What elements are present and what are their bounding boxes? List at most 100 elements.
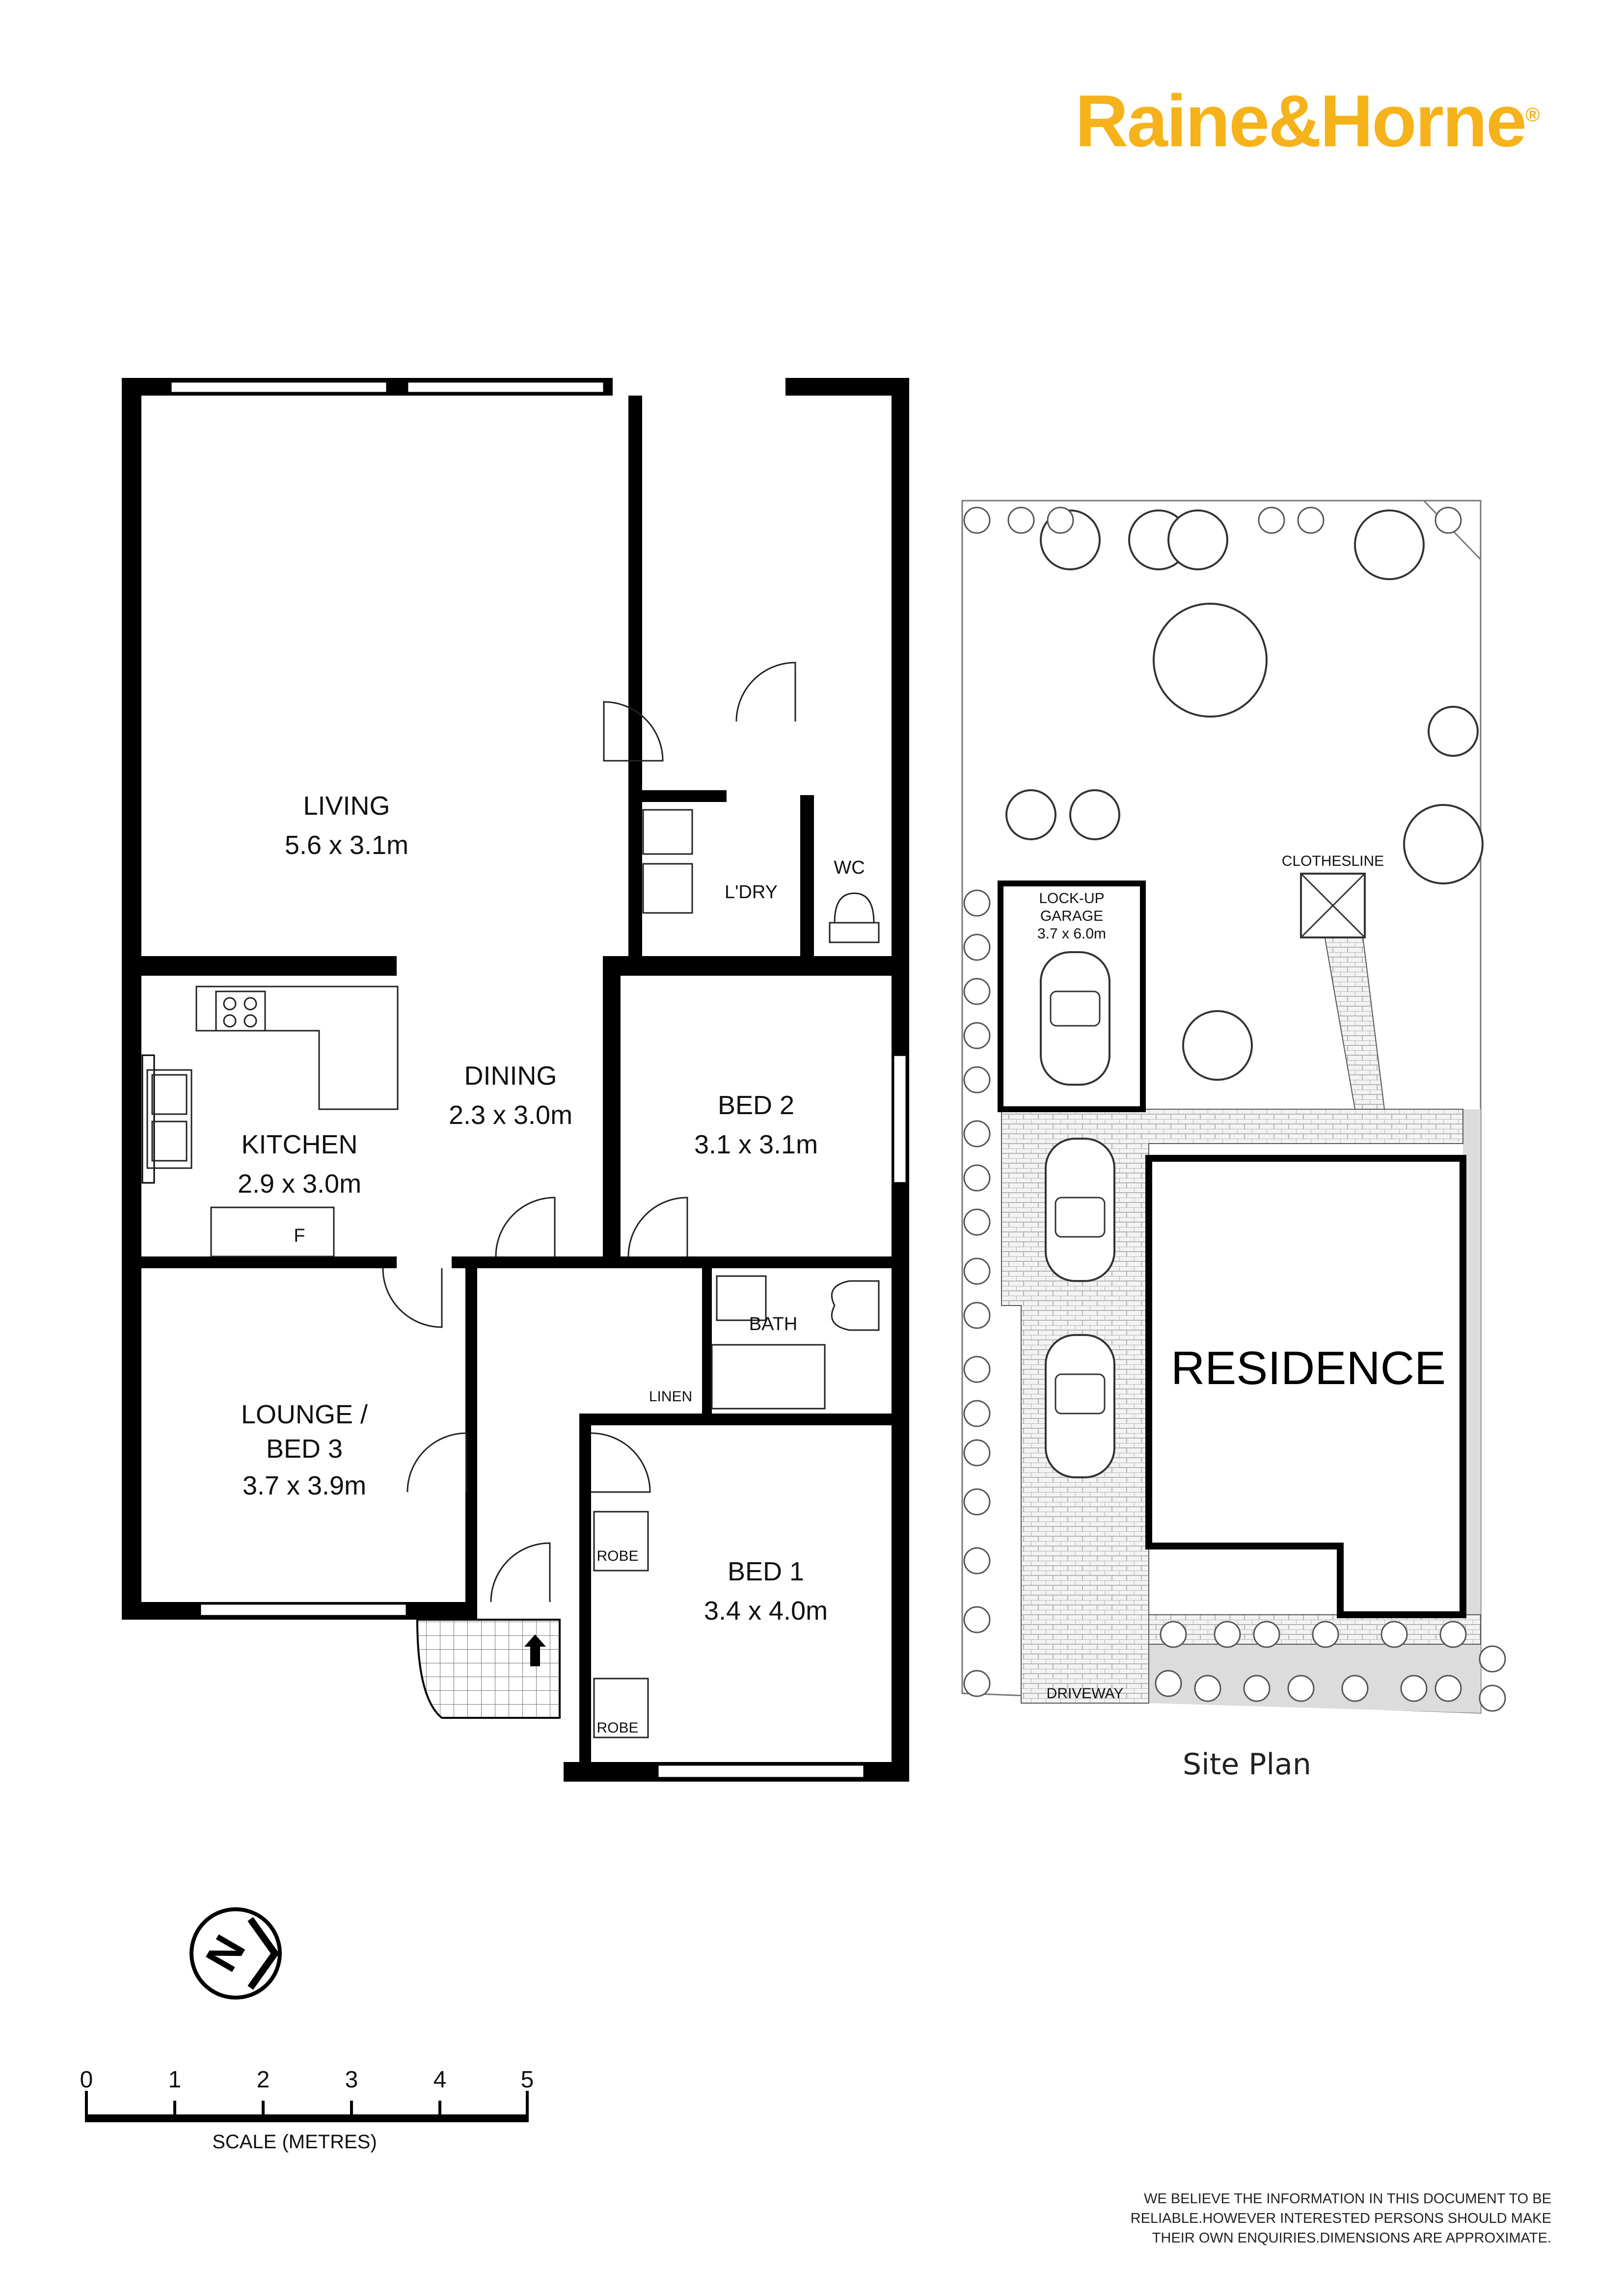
linen-label: LINEN bbox=[649, 1388, 692, 1405]
fridge-space bbox=[210, 1206, 335, 1257]
car-in-garage-icon bbox=[1040, 951, 1110, 1086]
garage-label-1: LOCK-UP bbox=[1039, 890, 1104, 907]
bed1-window bbox=[657, 1764, 865, 1779]
site-plan: LOCK-UP GARAGE 3.7 x 6.0m RESIDENCE DRIV… bbox=[961, 500, 1506, 1714]
kitchen-sink bbox=[146, 1069, 192, 1169]
tree-icon bbox=[1403, 804, 1484, 884]
entry-stairs bbox=[416, 1619, 561, 1719]
lounge-label: LOUNGE / bbox=[241, 1400, 368, 1429]
laundry-wc-wall bbox=[800, 795, 814, 957]
scale-tick-2: 2 bbox=[256, 2067, 270, 2093]
cooktop bbox=[215, 990, 266, 1032]
kitchen-dims: 2.9 x 3.0m bbox=[238, 1169, 361, 1199]
living-window-2 bbox=[406, 381, 605, 394]
living-dims: 5.6 x 3.1m bbox=[285, 830, 408, 860]
scale-tick-5: 5 bbox=[520, 2067, 534, 2093]
laundry-tub bbox=[642, 809, 693, 855]
garden-shrubs bbox=[963, 507, 1506, 1712]
bed1-label: BED 1 bbox=[728, 1557, 804, 1586]
dining-label: DINING bbox=[464, 1061, 557, 1091]
robe-bottom-label: ROBE bbox=[596, 1720, 638, 1736]
bed2-window bbox=[893, 1054, 907, 1184]
residence-label: RESIDENCE bbox=[1171, 1342, 1446, 1394]
scale-tick-4: 4 bbox=[433, 2067, 447, 2093]
garage-dims: 3.7 x 6.0m bbox=[1037, 926, 1106, 942]
north-compass: N bbox=[189, 1907, 282, 2000]
lounge-window bbox=[199, 1603, 407, 1617]
bed2-dims: 3.1 x 3.1m bbox=[694, 1130, 818, 1159]
bath-label: BATH bbox=[749, 1314, 798, 1335]
dining-dims: 2.3 x 3.0m bbox=[449, 1100, 572, 1130]
laundry-bed2-wall bbox=[603, 956, 893, 976]
kitchen-label: KITCHEN bbox=[241, 1130, 357, 1159]
bath-bed1-wall bbox=[579, 1414, 903, 1425]
car-driveway-1-icon bbox=[1045, 1138, 1115, 1282]
tree-icon bbox=[1005, 789, 1056, 840]
garden-trees bbox=[1005, 509, 1484, 1081]
scale-title: SCALE (METRES) bbox=[212, 2131, 377, 2153]
lounge-label-2: BED 3 bbox=[266, 1434, 343, 1464]
laundry-west-wall bbox=[628, 396, 642, 960]
bed2-door bbox=[627, 1197, 688, 1257]
fridge-label: F bbox=[294, 1226, 305, 1246]
brand-logo: Raine&Horne® bbox=[1075, 79, 1540, 163]
robe-top bbox=[593, 1511, 649, 1572]
hall-lounge-wall bbox=[465, 1256, 477, 1620]
hall-bath-wall bbox=[452, 1256, 903, 1268]
living-window bbox=[170, 381, 388, 394]
lounge-door-2 bbox=[406, 1432, 467, 1493]
front-door bbox=[490, 1542, 551, 1602]
garage-label-2: GARAGE bbox=[1040, 908, 1103, 924]
robe-bottom bbox=[593, 1678, 649, 1738]
bed1-door bbox=[591, 1432, 651, 1493]
clothesline-label: CLOTHESLINE bbox=[1282, 853, 1384, 869]
wc-label: WC bbox=[834, 857, 865, 878]
laundry-label: L'DRY bbox=[725, 882, 778, 903]
tree-icon bbox=[1182, 1010, 1253, 1081]
tree-icon bbox=[1167, 509, 1228, 570]
brand-name: Raine&Horne bbox=[1075, 80, 1527, 162]
registered-mark: ® bbox=[1525, 104, 1540, 126]
scale-tick-0: 0 bbox=[80, 2067, 93, 2093]
entry-arrow-icon bbox=[524, 1634, 546, 1666]
driveway-label: DRIVEWAY bbox=[1047, 1685, 1124, 1702]
disclaimer-line-1: WE BELIEVE THE INFORMATION IN THIS DOCUM… bbox=[1144, 2191, 1551, 2207]
dining-bed2-wall bbox=[603, 956, 621, 1260]
kitchen-lounge-wall bbox=[141, 1256, 397, 1268]
scale-tick-1: 1 bbox=[168, 2067, 182, 2093]
basin bbox=[716, 1275, 767, 1321]
kitchen-bench bbox=[195, 986, 399, 1110]
tree-icon bbox=[1428, 706, 1479, 757]
site-plan-label: Site Plan bbox=[1183, 1747, 1311, 1782]
bed1-dims: 3.4 x 4.0m bbox=[704, 1596, 828, 1626]
dining-door bbox=[495, 1197, 556, 1257]
scale-bar-line bbox=[86, 2114, 528, 2122]
residence-footprint bbox=[1145, 1155, 1466, 1618]
house-floor-plan: F LIVING 5.6 x 3.1m DINING 2.3 x 3.0m KI… bbox=[122, 378, 909, 1782]
tree-icon bbox=[1354, 509, 1425, 580]
west-wall bbox=[122, 378, 141, 1620]
front-lawn bbox=[1149, 1644, 1481, 1713]
car-driveway-2-icon bbox=[1045, 1334, 1115, 1478]
laundry-door bbox=[735, 662, 796, 722]
shower bbox=[711, 1344, 826, 1410]
living-label: LIVING bbox=[303, 791, 390, 821]
large-tree-icon bbox=[1153, 603, 1268, 718]
driveway-paving bbox=[1001, 1109, 1463, 1704]
bath-toilet bbox=[831, 1280, 880, 1331]
disclaimer-line-3: THEIR OWN ENQUIRIES.DIMENSIONS ARE APPRO… bbox=[1152, 2230, 1551, 2246]
north-wall-wc bbox=[785, 378, 909, 396]
disclaimer: WE BELIEVE THE INFORMATION IN THIS DOCUM… bbox=[1080, 2189, 1551, 2248]
bath-west-wall bbox=[702, 1266, 712, 1414]
tree-icon bbox=[1069, 789, 1120, 840]
lounge-dims: 3.7 x 3.9m bbox=[243, 1471, 366, 1500]
scale-bar bbox=[85, 2091, 529, 2122]
toilet bbox=[834, 892, 875, 924]
robe-top-label: ROBE bbox=[596, 1548, 638, 1564]
washing-machine bbox=[642, 863, 693, 914]
laundry-north-wall bbox=[638, 790, 727, 802]
lounge-door bbox=[382, 1268, 443, 1328]
hall-bed1-wall bbox=[579, 1414, 591, 1782]
disclaimer-line-2: RELIABLE.HOWEVER INTERESTED PERSONS SHOU… bbox=[1130, 2211, 1551, 2226]
